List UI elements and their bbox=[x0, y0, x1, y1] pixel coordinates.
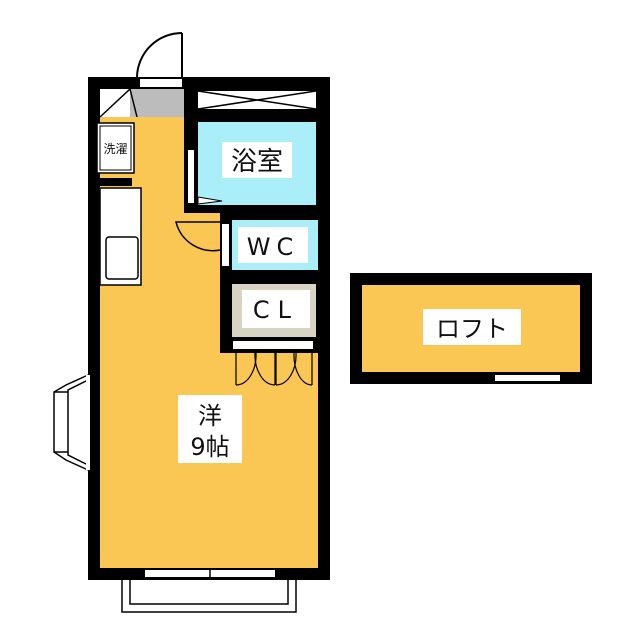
bottom-window bbox=[121, 568, 297, 613]
wc-label: WC bbox=[247, 233, 300, 261]
bath-door bbox=[188, 150, 194, 203]
wc-door bbox=[222, 224, 229, 266]
shoe-box bbox=[99, 88, 138, 118]
entrance-door bbox=[136, 32, 183, 78]
sink bbox=[105, 236, 139, 280]
bath-label: 浴室 bbox=[231, 147, 283, 177]
bath-door-marker bbox=[197, 196, 223, 205]
loft: ロフト bbox=[350, 273, 592, 384]
main-room-type: 洋 bbox=[198, 402, 222, 430]
main-room-size: 9帖 bbox=[190, 433, 229, 461]
closet-label: CL bbox=[253, 296, 299, 324]
entry-area bbox=[130, 89, 184, 117]
closet-door-track bbox=[233, 341, 313, 349]
closet-doors bbox=[235, 352, 313, 386]
loft-label: ロフト bbox=[436, 315, 508, 343]
top-storage bbox=[197, 90, 317, 110]
bay-window bbox=[53, 374, 95, 471]
wc-door-swing bbox=[175, 221, 221, 252]
entrance-threshold bbox=[140, 79, 182, 87]
washer-label: 洗濯 bbox=[103, 142, 127, 156]
kitchen-wall bbox=[100, 178, 132, 186]
washer-space: 洗濯 bbox=[96, 122, 135, 174]
kitchen-counter bbox=[99, 187, 142, 286]
